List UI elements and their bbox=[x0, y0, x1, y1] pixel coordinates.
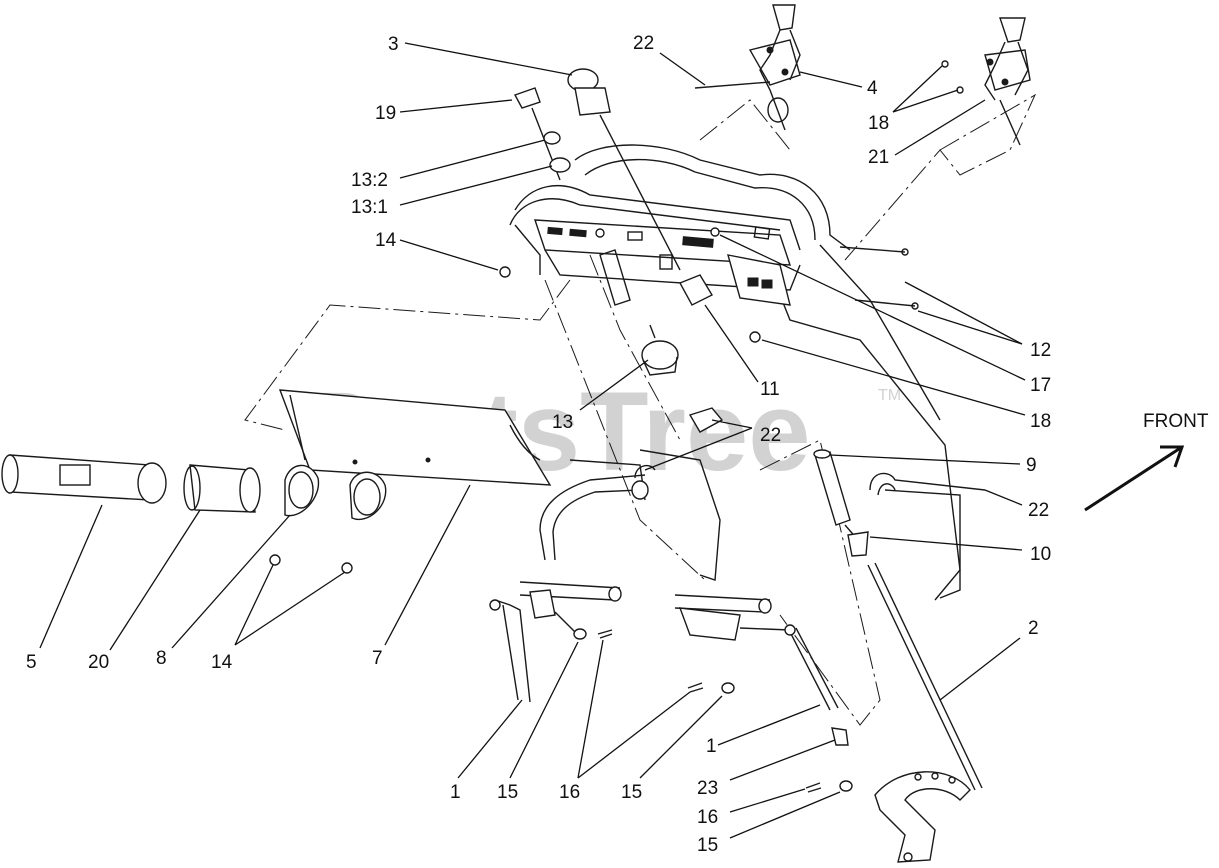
callout-22: 22 bbox=[1028, 500, 1049, 521]
callout-12: 12 bbox=[1030, 340, 1051, 361]
relay-11 bbox=[599, 249, 791, 306]
callout-9: 9 bbox=[1026, 455, 1037, 476]
tube-5 bbox=[1, 454, 167, 504]
nut-14 bbox=[499, 266, 511, 278]
callout-17: 17 bbox=[1030, 375, 1051, 396]
control-lever-21 bbox=[941, 17, 1031, 146]
callout-10: 10 bbox=[1030, 544, 1051, 565]
sleeve-20 bbox=[183, 464, 261, 513]
rod-1a bbox=[489, 599, 531, 703]
cable-10 bbox=[847, 531, 983, 791]
front-label: FRONT bbox=[1143, 411, 1209, 432]
screw-14b bbox=[341, 562, 353, 574]
callout-22: 22 bbox=[760, 425, 781, 446]
key-19 bbox=[513, 87, 571, 181]
nut-18 bbox=[749, 331, 761, 343]
pressure-switch-13 bbox=[641, 324, 679, 376]
callout-16: 16 bbox=[697, 807, 718, 828]
control-lever-4 bbox=[694, 4, 801, 131]
callout-21: 21 bbox=[868, 147, 889, 168]
callout-13: 13 bbox=[552, 412, 573, 433]
callout-22: 22 bbox=[633, 33, 654, 54]
callout-13-2: 13:2 bbox=[351, 170, 388, 191]
lower-brackets bbox=[529, 589, 791, 641]
callout-2: 2 bbox=[1028, 618, 1039, 639]
callout-labels: 3 22 4 19 18 21 13:2 13:1 14 12 17 11 18… bbox=[26, 33, 1051, 856]
cover-plate-7 bbox=[278, 389, 552, 486]
arc-bracket bbox=[874, 771, 971, 863]
callout-1: 1 bbox=[450, 782, 461, 803]
hook-22b bbox=[634, 407, 724, 479]
callout-15: 15 bbox=[497, 782, 518, 803]
nut-17 bbox=[710, 227, 720, 237]
washers-clips bbox=[573, 628, 853, 793]
upper-handle bbox=[509, 144, 961, 601]
callout-13-1: 13:1 bbox=[351, 197, 388, 218]
callout-4: 4 bbox=[867, 78, 878, 99]
screw-14a bbox=[269, 554, 281, 566]
callout-8: 8 bbox=[156, 648, 167, 669]
callout-19: 19 bbox=[375, 103, 396, 124]
callout-1: 1 bbox=[706, 736, 717, 757]
leader-lines bbox=[39, 42, 1026, 839]
clamp-8b bbox=[349, 471, 387, 521]
hook-22c bbox=[869, 472, 986, 496]
gas-spring-9 bbox=[813, 449, 859, 541]
callout-18: 18 bbox=[868, 113, 889, 134]
lower-handle-frame bbox=[519, 449, 961, 614]
callout-20: 20 bbox=[88, 652, 109, 673]
callout-3: 3 bbox=[388, 34, 399, 55]
phantom-outlines bbox=[244, 93, 1037, 726]
callout-23: 23 bbox=[697, 778, 718, 799]
switch-3 bbox=[567, 68, 681, 271]
clamp-8a bbox=[284, 464, 320, 517]
callout-5: 5 bbox=[26, 652, 37, 673]
callout-16: 16 bbox=[559, 782, 580, 803]
bolts-12 bbox=[839, 246, 919, 310]
watermark-tm: TM bbox=[878, 387, 901, 404]
callout-11: 11 bbox=[760, 379, 780, 400]
callout-15: 15 bbox=[697, 835, 718, 856]
callout-14: 14 bbox=[375, 230, 397, 251]
front-arrow bbox=[1084, 445, 1185, 512]
rod-1b bbox=[784, 624, 849, 746]
callout-15: 15 bbox=[621, 782, 642, 803]
callout-18: 18 bbox=[1030, 411, 1051, 432]
callout-7: 7 bbox=[372, 648, 383, 669]
callout-14: 14 bbox=[211, 652, 233, 673]
